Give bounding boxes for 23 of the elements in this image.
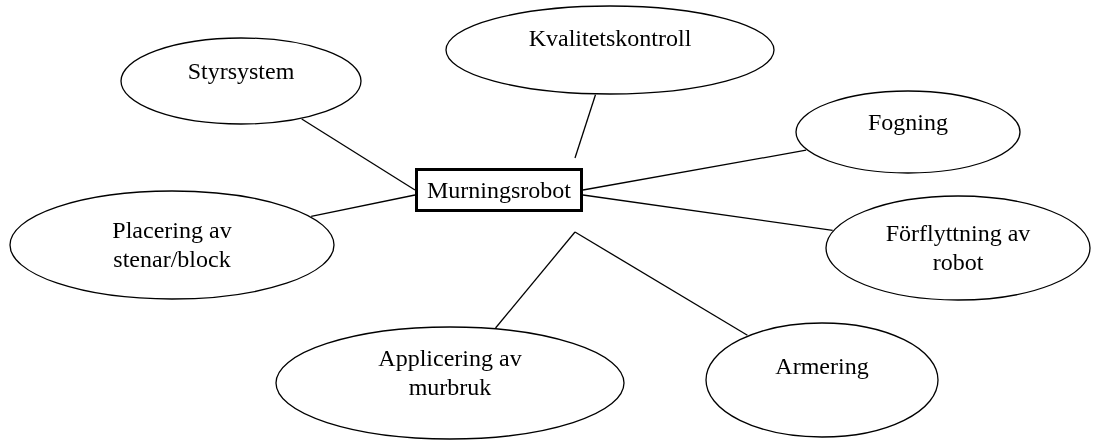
node-label: Placering av stenar/block [111,216,233,274]
connector-line [582,194,834,231]
topic-ellipse [9,190,335,300]
connector-line [310,194,416,217]
topic-ellipse [445,5,775,95]
node-label: Kvalitetskontroll [528,23,692,53]
topic-ellipse [275,326,625,440]
node-label: Murningsrobot [427,175,571,205]
node-label: Fogning [868,107,948,137]
connector-line [574,231,749,336]
topic-ellipse [825,195,1091,301]
topic-ellipse [120,37,362,125]
connector-line [301,118,416,191]
topic-ellipse [705,322,939,438]
connector-line [582,149,807,191]
node-label: Styrsystem [187,56,295,86]
central-box [415,168,583,212]
connector-line [494,231,576,329]
node-label: Förflyttning av robot [884,219,1032,277]
node-label: Armering [775,351,869,381]
node-label: Applicering av murbruk [377,344,523,402]
connector-line [574,94,597,159]
topic-ellipse [795,90,1021,174]
